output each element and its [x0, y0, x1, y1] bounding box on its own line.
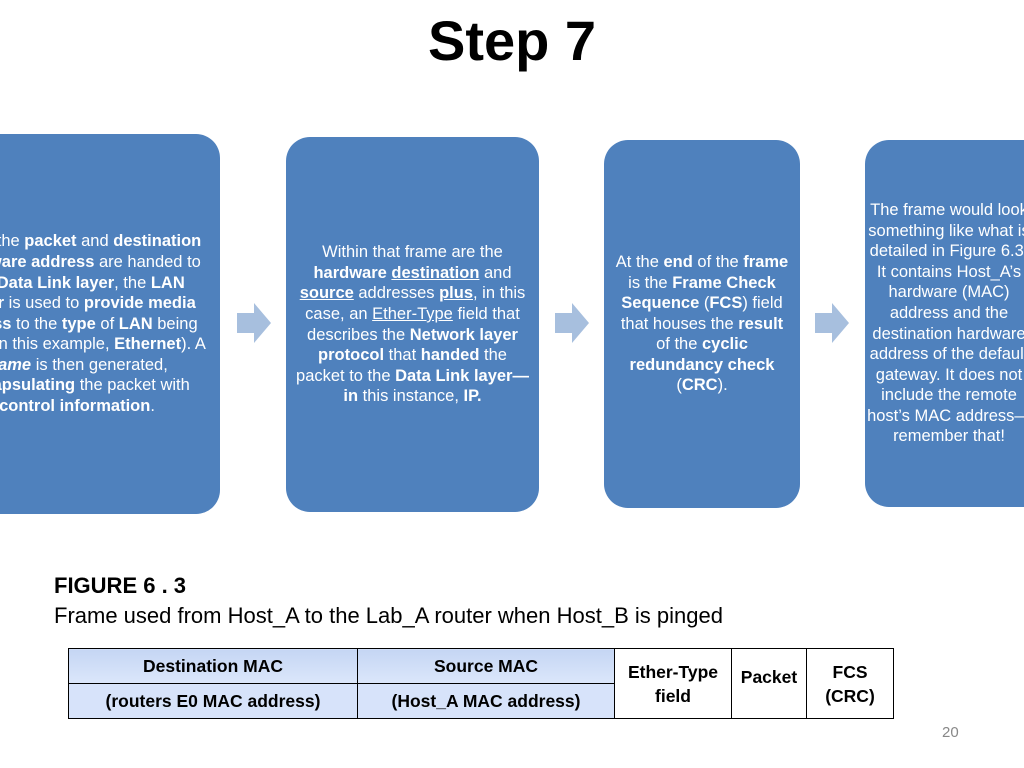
ether-type-cell: Ether-Type field [614, 648, 732, 719]
step-box-1-text: Once the packet and destination hardware… [0, 231, 220, 416]
box-text-segment: ( [676, 376, 682, 395]
box-text-segment: At the [615, 252, 664, 271]
box-text-segment: Data Link layer [0, 273, 115, 292]
box-text-segment: ( [699, 294, 710, 313]
dest-mac-value: (routers E0 MAC address) [68, 683, 358, 719]
box-text-segment: , the [114, 273, 151, 292]
page-number: 20 [942, 724, 959, 741]
box-text-segment: Network layer protocol [318, 325, 518, 365]
right-arrow-icon [815, 303, 849, 343]
box-text-segment: , in this case, an [305, 284, 526, 323]
box-text-segment: source [299, 284, 354, 303]
step-box-3: At the end of the frame is the Frame Che… [604, 140, 800, 508]
box-text-segment: Ether-Type [372, 304, 453, 323]
box-text-segment: ) field that houses the [620, 294, 783, 333]
box-text-segment: being used (in this example, [0, 314, 198, 354]
right-arrow-icon [237, 303, 271, 343]
box-text-segment: that [384, 346, 421, 365]
box-text-segment: encapsulating [0, 376, 76, 395]
box-text-segment: hardware [313, 263, 392, 282]
box-text-segment: result [738, 314, 784, 333]
step-box-3-text: At the end of the frame is the Frame Che… [604, 252, 800, 396]
right-arrow-icon [555, 303, 589, 343]
step-box-2: Within that frame are the hardware desti… [286, 137, 539, 512]
box-text-segment: is the [628, 273, 673, 292]
box-text-segment: control information [0, 397, 151, 416]
box-text-segment: is used to [4, 294, 84, 313]
box-text-segment: IP. [463, 387, 482, 406]
box-text-segment: packet [24, 232, 77, 251]
box-text-segment: destination [391, 263, 480, 282]
box-text-segment: end [663, 252, 693, 271]
box-text-segment: of the [656, 335, 702, 354]
box-text-segment: destination hardware address [0, 232, 202, 271]
box-text-segment: and [479, 263, 512, 282]
box-text-segment: field that describes the [307, 304, 520, 344]
step-box-4: The frame would look something like what… [865, 140, 1024, 507]
box-text-segment: CRC [681, 376, 718, 395]
box-text-segment: frame [0, 355, 32, 374]
source-mac-value: (Host_A MAC address) [357, 683, 615, 719]
box-text-segment: Within that frame are the [322, 243, 503, 262]
source-mac-header: Source MAC [357, 648, 615, 684]
box-text-segment: . [150, 397, 155, 416]
step-box-1: Once the packet and destination hardware… [0, 134, 220, 514]
box-text-segment: to the [11, 314, 62, 333]
box-text-segment: of the [692, 252, 744, 271]
box-text-segment: Once the [0, 232, 20, 251]
box-text-segment: frame [743, 252, 789, 271]
box-text-segment: cyclic redundancy check [629, 335, 775, 374]
figure-caption: Frame used from Host_A to the Lab_A rout… [54, 603, 723, 628]
box-text-segment: provide media access [0, 294, 196, 333]
box-text-segment: Ethernet [114, 335, 182, 354]
box-text-segment: the packet to the [296, 346, 507, 385]
box-text-segment: this instance, [358, 387, 464, 406]
box-text-segment: addresses [353, 284, 440, 303]
box-text-segment: are handed to the [98, 252, 201, 271]
figure-label: FIGURE 6 . 3 [54, 573, 187, 598]
box-text-segment: ). A [181, 335, 205, 354]
box-text-segment: The frame would look something like what… [867, 200, 1024, 446]
slide-title: Step 7 [427, 9, 597, 72]
box-text-segment: type [61, 314, 96, 333]
box-text-segment: the packet with [75, 376, 190, 395]
box-text-segment: ). [717, 376, 728, 395]
box-text-segment: LAN [118, 314, 153, 333]
box-text-segment: of [95, 314, 119, 333]
box-text-segment: LAN driver [0, 273, 185, 313]
box-text-segment: and [76, 232, 114, 251]
step-box-4-text: The frame would look something like what… [865, 200, 1024, 447]
frame-table: Destination MAC Source MAC Ether-Type fi… [68, 648, 894, 719]
box-text-segment: Data Link layer—in [343, 366, 529, 406]
box-text-segment: is then generated, [31, 355, 168, 374]
step-box-2-text: Within that frame are the hardware desti… [286, 242, 539, 407]
packet-cell: Packet [731, 648, 807, 719]
box-text-segment: plus [439, 284, 474, 303]
box-text-segment: FCS [709, 294, 743, 313]
fcs-cell: FCS (CRC) [806, 648, 894, 719]
dest-mac-header: Destination MAC [68, 648, 358, 684]
box-text-segment: handed [420, 346, 480, 365]
box-text-segment: Frame Check Sequence [621, 273, 776, 313]
